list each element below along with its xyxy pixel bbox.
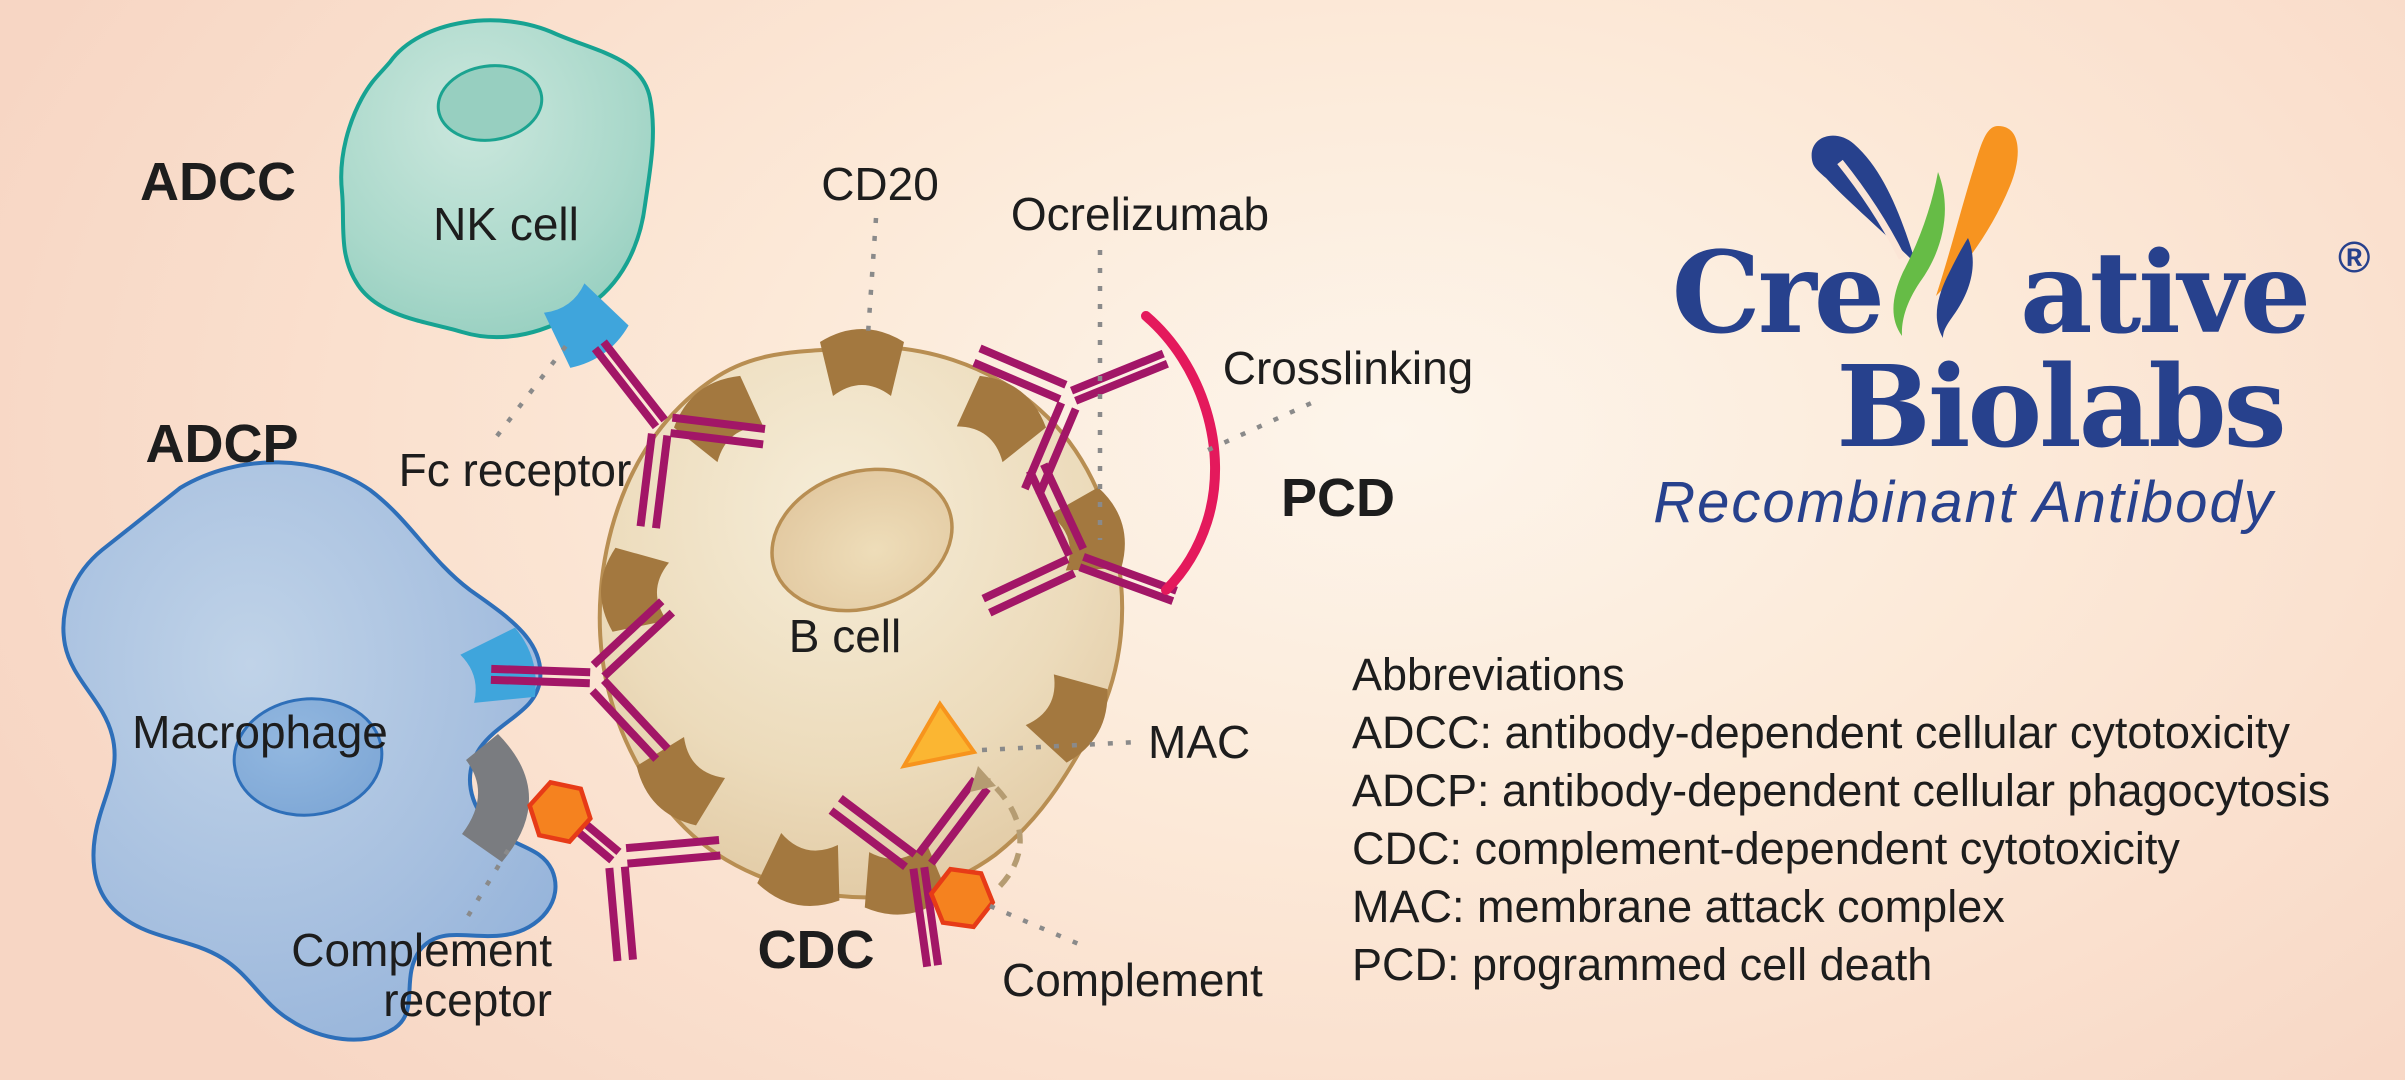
logo-flourish-icon — [1811, 126, 2018, 338]
abbreviation-item: MAC: membrane attack complex — [1352, 881, 2005, 932]
crosslinking-arc — [1141, 311, 1221, 595]
logo-brand-suffix: ative — [2020, 228, 2308, 359]
complement-to-mac-arrow — [970, 766, 1023, 888]
label-macrophage: Macrophage — [132, 706, 388, 758]
nk-cell — [339, 18, 655, 340]
logo-flourish-blue-slit — [1837, 159, 1906, 260]
label-b-cell: B cell — [789, 610, 901, 662]
leader-complement — [989, 903, 1089, 951]
complement-receptor-shape — [462, 734, 530, 862]
b-cell-nucleus — [770, 467, 954, 613]
label-mac: MAC — [1148, 716, 1250, 768]
mac-triangle — [900, 700, 978, 769]
registered-trademark-icon: ® — [2338, 233, 2370, 282]
logo-flourish-orange — [1936, 126, 2018, 296]
logo-flourish-blue-small — [1936, 238, 1973, 338]
label-nk-cell: NK cell — [433, 198, 579, 250]
macrophage-cell — [61, 460, 558, 1042]
macrophage-nucleus — [232, 697, 384, 817]
leader-fc-receptor — [495, 336, 574, 438]
label-cd20: CD20 — [821, 158, 939, 210]
b-cell — [597, 345, 1125, 900]
label-fc-receptor: Fc receptor — [399, 444, 632, 496]
label-ocrelizumab: Ocrelizumab — [1011, 188, 1269, 240]
leader-complement-receptor — [460, 848, 510, 928]
creative-biolabs-logo: Cre ative ® Biolabs Recombinant Antibody — [1653, 126, 2370, 535]
logo-brand-word2: Biolabs — [1836, 342, 2283, 473]
leader-mac — [981, 739, 1139, 753]
label-pcd: PCD — [1281, 468, 1395, 528]
abbreviations-title: Abbreviations — [1352, 649, 1625, 700]
label-complement: Complement — [1002, 954, 1263, 1006]
leader-crosslinking — [1207, 397, 1319, 453]
nk-nucleus — [436, 64, 544, 142]
logo-tagline: Recombinant Antibody — [1653, 470, 2275, 535]
logo-brand-prefix: Cre — [1672, 228, 1882, 359]
label-complement-receptor-1: Complement — [291, 924, 552, 976]
abbreviation-item: ADCP: antibody-dependent cellular phagoc… — [1352, 765, 2330, 816]
label-complement-receptor-2: receptor — [383, 974, 552, 1026]
label-crosslinking: Crosslinking — [1223, 342, 1474, 394]
abbreviations-list: Abbreviations ADCC: antibody-dependent c… — [1352, 649, 2330, 990]
abbreviation-item: PCD: programmed cell death — [1352, 939, 1932, 990]
abbreviation-item: CDC: complement-dependent cytotoxicity — [1352, 823, 2180, 874]
label-adcp: ADCP — [145, 414, 298, 474]
logo-flourish-green — [1893, 172, 1945, 336]
label-cdc: CDC — [758, 920, 875, 980]
abbreviation-item: ADCC: antibody-dependent cellular cytoto… — [1352, 707, 2290, 758]
label-adcc: ADCC — [140, 152, 296, 212]
leader-cd20 — [865, 217, 879, 335]
